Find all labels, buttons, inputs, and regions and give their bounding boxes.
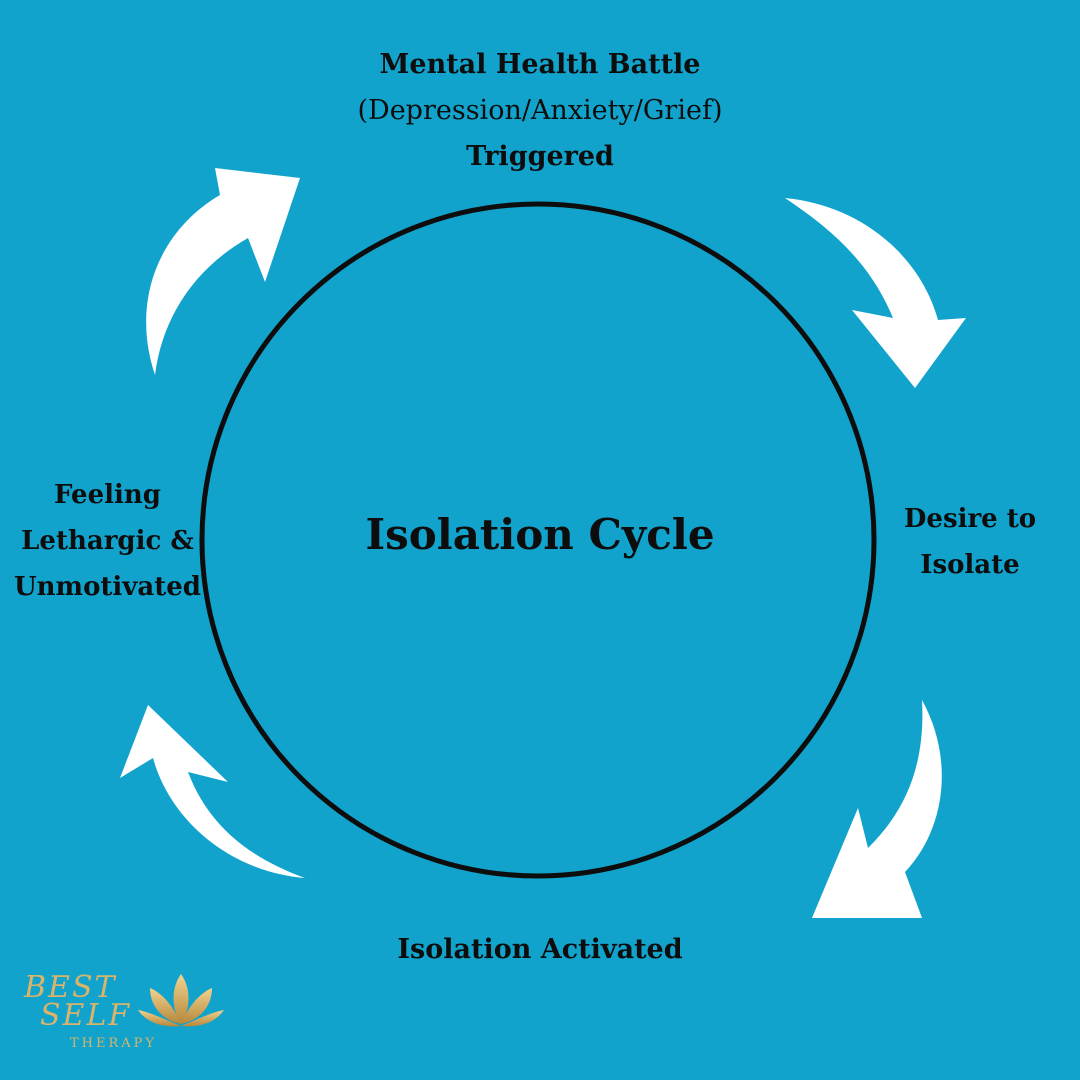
step-desire-to-isolate: Desire to Isolate xyxy=(895,496,1045,588)
best-self-therapy-logo: BEST SELF THERAPY xyxy=(18,968,228,1058)
logo-text-therapy: THERAPY xyxy=(70,1036,158,1051)
step-top-line2: (Depression/Anxiety/Grief) xyxy=(357,95,723,126)
arrow-top-left-icon xyxy=(146,168,300,375)
step-feeling-lethargic: Feeling Lethargic & Unmotivated xyxy=(5,472,210,610)
arrow-top-right-icon xyxy=(785,198,966,388)
cycle-circle xyxy=(199,201,877,879)
step-bottom-line1: Isolation Activated xyxy=(397,934,683,965)
diagram-title: Isolation Cycle xyxy=(365,510,715,559)
logo-text-best: BEST xyxy=(24,970,117,1005)
step-top-line3: Triggered xyxy=(466,141,614,172)
step-left-line3: Unmotivated xyxy=(13,572,201,602)
step-isolation-activated: Isolation Activated xyxy=(380,928,700,971)
step-right-line2: Isolate xyxy=(920,550,1020,580)
step-left-line1: Feeling xyxy=(54,480,161,510)
step-mental-health-triggered: Mental Health Battle (Depression/Anxiety… xyxy=(340,42,740,180)
step-left-line2: Lethargic & xyxy=(21,526,194,556)
logo-text-self: SELF xyxy=(40,998,132,1033)
arrow-bottom-right-icon xyxy=(812,700,942,918)
step-right-line1: Desire to xyxy=(903,504,1037,534)
step-top-line1: Mental Health Battle xyxy=(379,49,701,80)
arrow-bottom-left-icon xyxy=(120,705,305,878)
lotus-icon xyxy=(138,974,224,1027)
